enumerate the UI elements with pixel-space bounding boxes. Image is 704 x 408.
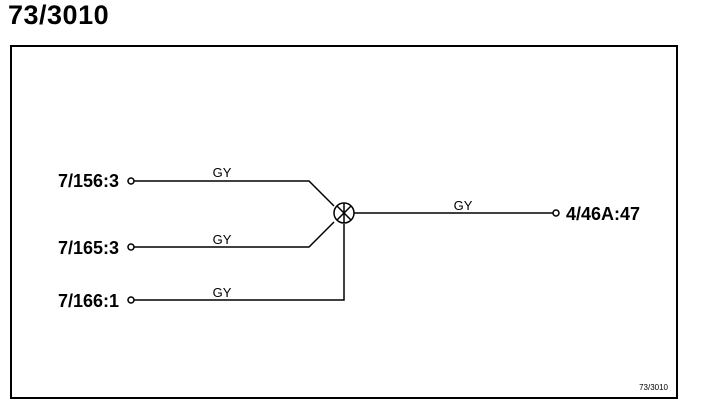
connector-label-left-3: 7/166:1 [58, 291, 119, 311]
page-title: 73/3010 [8, 0, 110, 30]
connector-label-left-1: 7/156:3 [58, 171, 119, 191]
wire-2 [134, 221, 335, 248]
wire-color-label: GY [213, 285, 232, 300]
terminal-pin-icon [127, 296, 135, 304]
wire-color-label: GY [213, 232, 232, 247]
splice-junction-icon [333, 202, 355, 224]
diagram-frame [10, 45, 678, 399]
wire-color-label: GY [454, 198, 473, 213]
wire-color-label: GY [213, 165, 232, 180]
diagram-reference: 73/3010 [639, 383, 668, 392]
terminal-pin-icon [127, 243, 135, 251]
connector-label-right-1: 4/46A:47 [566, 204, 640, 224]
terminal-pin-icon [127, 177, 135, 185]
wire-1 [134, 180, 335, 207]
connector-label-left-2: 7/165:3 [58, 238, 119, 258]
wire-3 [134, 224, 345, 301]
terminal-pin-icon [552, 209, 560, 217]
